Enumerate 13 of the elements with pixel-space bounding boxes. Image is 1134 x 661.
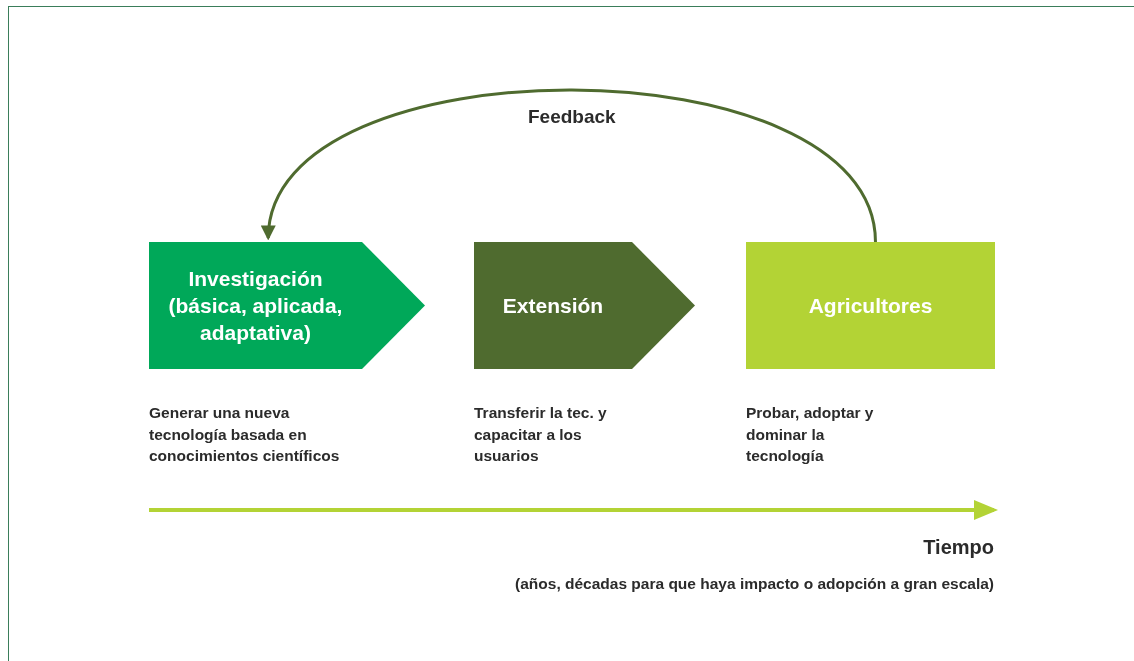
- feedback-arrow: [264, 88, 877, 243]
- chevron-box: [474, 242, 695, 369]
- node-title: Agricultores: [807, 292, 934, 319]
- chevron-box: [149, 242, 425, 369]
- node-description: Generar una nueva tecnología basada en conocimientos científicos: [149, 403, 341, 467]
- axis-note: (años, décadas para que haya impacto o adopción a gran escala): [515, 575, 994, 593]
- process-box: [746, 242, 995, 369]
- node-description: Probar, adoptar y dominar la tecnología: [746, 403, 875, 467]
- node-title: Investigación (básica, aplicada, adaptativa): [167, 265, 344, 347]
- edge-label: Feedback: [528, 106, 616, 128]
- node-description: Transferir la tec. y capacitar a los usuarios: [474, 403, 608, 467]
- node-title: Extensión: [501, 292, 605, 319]
- axis-title: Tiempo: [923, 536, 994, 559]
